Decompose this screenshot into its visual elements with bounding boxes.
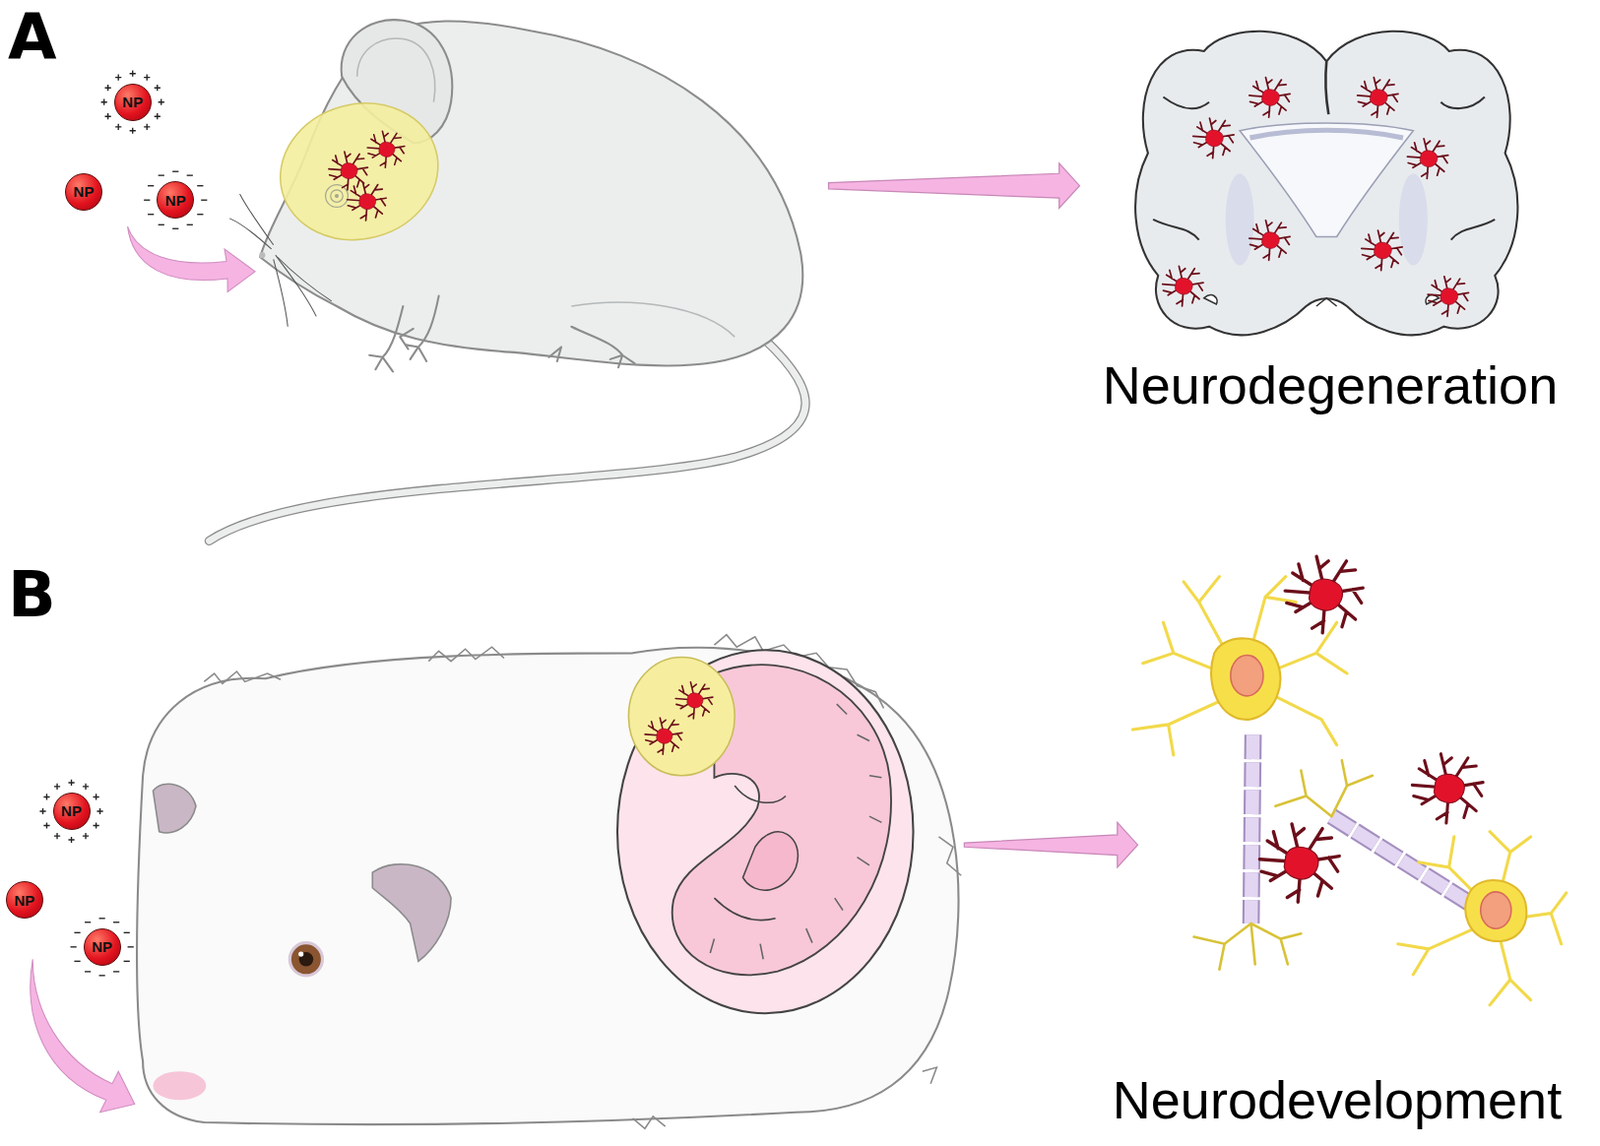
nanoparticle: NP [64,173,103,211]
panel-letter: B [7,559,57,633]
label-text: Neurodegeneration [1102,354,1558,416]
nanoparticle: NP [83,928,122,966]
exposure-arrow [30,959,135,1112]
nanoparticle: NP [53,792,91,831]
mouse [208,19,806,541]
guinea-pig [136,635,961,1130]
outcome-label: Neurodevelopment [1112,1069,1562,1131]
result-arrow [829,163,1081,209]
exposure-arrow [128,226,256,292]
result-arrow [963,822,1138,868]
nanoparticle-label: NP [165,192,187,208]
label-text: A [7,1,58,75]
label-text: B [7,559,57,633]
nanoparticle-label: NP [61,803,82,819]
nanoparticle-label: NP [122,94,143,110]
neurons [1132,556,1566,1006]
label-text: Neurodevelopment [1112,1069,1562,1131]
nanoparticle: NP [156,181,194,219]
nanoparticle-label: NP [91,939,113,955]
nanoparticle-label: NP [13,893,35,908]
outcome-label: Neurodegeneration [1102,354,1558,416]
nanoparticle-label: NP [73,184,95,199]
nanoparticle: NP [114,83,152,122]
panel-letter: A [7,1,58,75]
brain-section [1135,31,1518,336]
nanoparticle: NP [5,881,44,919]
